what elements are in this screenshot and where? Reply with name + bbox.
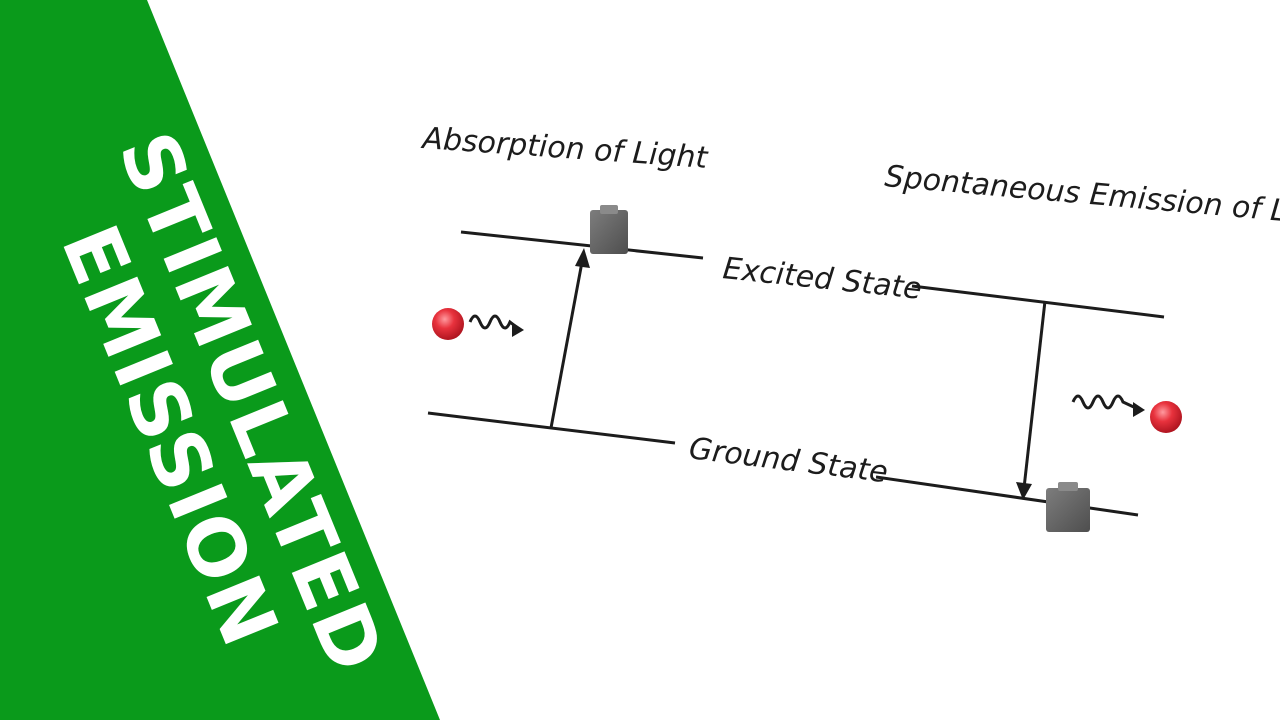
excited-state-line-right [911,284,1165,319]
photon-icon-incoming [432,308,464,340]
electron-icon-ground [1046,482,1090,532]
emission-arrowhead [1016,482,1032,500]
spontaneous-emission-label: Spontaneous Emission of Ligh [883,159,1280,233]
absorption-arrowhead [575,248,590,268]
wave-arrow-emitted [1071,394,1139,411]
wave-arrowhead-incoming [512,322,524,337]
excited-state-line-left [460,230,704,260]
excited-state-label: Excited State [721,251,923,307]
title-banner [0,0,440,720]
ground-state-line-right [875,475,1139,517]
electron-icon-excited [590,205,628,254]
ground-state-label: Ground State [687,431,890,490]
wave-arrowhead-emitted [1133,402,1145,417]
wave-arrow-incoming [468,314,521,332]
absorption-label: Absorption of Light [419,121,709,176]
emission-arrow-shaft [1022,300,1047,489]
absorption-arrow-shaft [549,261,584,429]
photon-icon-emitted [1150,401,1182,433]
